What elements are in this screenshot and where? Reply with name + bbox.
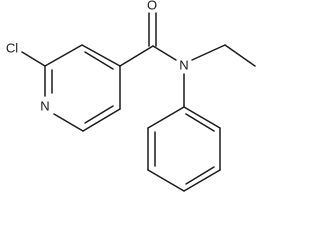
bond-c3-c4 <box>81 44 121 67</box>
bond-ph-c3-c4 <box>183 169 221 192</box>
pyridine-nitrogen-label: N <box>40 98 49 113</box>
bond-c2-cl <box>21 51 46 67</box>
bond-ph-c3-c4-inner <box>185 166 215 185</box>
bond-carbonyl-n <box>152 45 177 61</box>
bond-c2-c3 <box>44 44 83 67</box>
atom-labels: Cl N O N <box>6 0 189 113</box>
structure-diagram: Cl N O N <box>6 0 256 192</box>
bonds <box>21 12 256 192</box>
amide-nitrogen-label: N <box>179 57 188 72</box>
bond-ph-c4-c5 <box>147 169 185 192</box>
bond-ph-c6-c1 <box>147 106 185 129</box>
bond-c5-c6-inner <box>84 105 114 124</box>
bond-c3-c4-inner <box>84 51 114 70</box>
carbonyl-oxygen-label: O <box>147 0 157 12</box>
bond-c6-n1 <box>53 113 84 132</box>
bond-c5-c6 <box>82 108 121 132</box>
bond-c4-carbonyl <box>119 45 154 67</box>
bond-ph-c1-c2 <box>183 106 221 129</box>
chlorine-label: Cl <box>6 40 18 55</box>
bond-n-ethyl-ch2 <box>191 44 226 61</box>
bond-ph-c1-c2-inner <box>185 113 215 132</box>
bond-ethyl-ch3 <box>224 44 256 67</box>
